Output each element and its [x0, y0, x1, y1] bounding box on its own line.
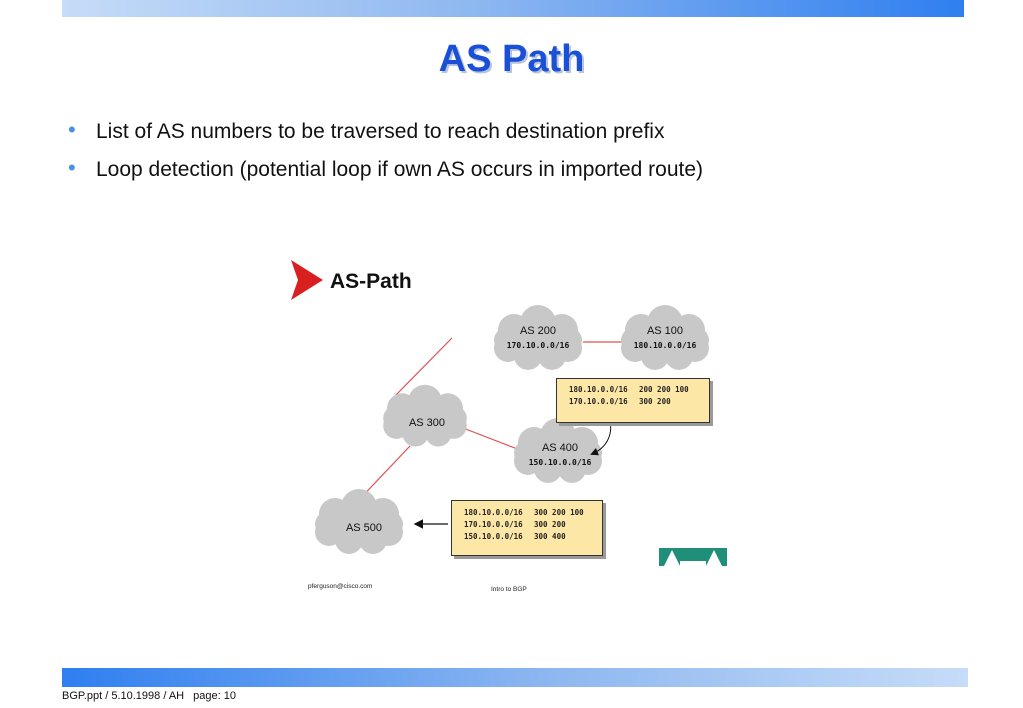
- cloud-label-as400: AS 400 150.10.0.0/16: [520, 442, 600, 467]
- route-table-as500: 180.10.0.0/16 300 200 100 170.10.0.0/16 30…: [451, 500, 603, 556]
- cloud-label-as500: AS 500: [324, 522, 404, 534]
- cisco-logo: [659, 548, 727, 566]
- figure-footer-course: Intro to BGP: [491, 586, 527, 593]
- route-prefix: 170.10.0.0/16: [464, 520, 523, 529]
- bullet-text: Loop detection (potential loop if own AS…: [96, 158, 704, 181]
- slide-title: AS Path: [438, 38, 585, 80]
- as-name: AS 200: [519, 325, 557, 337]
- as-path-diagram: [291, 260, 727, 566]
- route-row: 180.10.0.0/16 200 200 100: [557, 384, 709, 396]
- route-path: 200 200 100: [639, 385, 689, 394]
- route-path: 300 200 100: [534, 508, 584, 517]
- route-prefix: 180.10.0.0/16: [569, 385, 628, 394]
- route-table-as400: 180.10.0.0/16 200 200 100 170.10.0.0/16 30…: [556, 378, 710, 423]
- bullet-dot-icon: •: [68, 155, 76, 180]
- cloud-label-as300: AS 300: [387, 417, 467, 429]
- route-path: 300 200: [534, 520, 566, 529]
- as-prefix: 170.10.0.0/16: [506, 341, 570, 350]
- bottom-gradient-bar: [62, 668, 968, 687]
- arrow-to-as400: [590, 419, 612, 456]
- as-path-figure: AS-Path AS 200 170.10.0.0/16 AS 100 180.…: [288, 258, 734, 598]
- footer-page-number: page: 10: [193, 690, 236, 702]
- route-prefix: 150.10.0.0/16: [464, 532, 523, 541]
- route-row: 170.10.0.0/16 300 200: [452, 519, 602, 531]
- route-path: 300 200: [639, 397, 671, 406]
- bullet-list: • List of AS numbers to be traversed to r…: [68, 117, 704, 196]
- as-name: AS 300: [408, 417, 446, 429]
- route-path: 300 400: [534, 532, 566, 541]
- route-row: 150.10.0.0/16 300 400: [452, 531, 602, 543]
- slide-footer: BGP.ppt / 5.10.1998 / AH page: 10: [62, 690, 242, 702]
- figure-title: AS-Path: [330, 270, 412, 293]
- top-gradient-bar: [62, 0, 964, 17]
- as-name: AS 500: [345, 522, 383, 534]
- footer-file-info: BGP.ppt / 5.10.1998 / AH: [62, 690, 185, 702]
- red-arrow-icon: [291, 260, 323, 300]
- cloud-label-as200: AS 200 170.10.0.0/16: [498, 325, 578, 350]
- route-row: 180.10.0.0/16 300 200 100: [452, 507, 602, 519]
- as-prefix: 150.10.0.0/16: [528, 458, 592, 467]
- as-prefix: 180.10.0.0/16: [633, 341, 697, 350]
- route-prefix: 170.10.0.0/16: [569, 397, 628, 406]
- as-name: AS 400: [541, 442, 579, 454]
- as-name: AS 100: [646, 325, 684, 337]
- bullet-item: • List of AS numbers to be traversed to r…: [68, 117, 703, 158]
- route-row: 170.10.0.0/16 300 200: [557, 396, 709, 408]
- cloud-label-as100: AS 100 180.10.0.0/16: [625, 325, 705, 350]
- route-prefix: 180.10.0.0/16: [464, 508, 523, 517]
- bullet-text: List of AS numbers to be traversed to re…: [96, 120, 665, 143]
- bullet-dot-icon: •: [68, 117, 76, 142]
- bullet-item: • Loop detection (potential loop if own A…: [68, 155, 704, 196]
- cloud-as300: [383, 384, 467, 447]
- figure-footer-email: pferguson@cisco.com: [308, 583, 373, 590]
- link-as300-as200: [392, 337, 453, 399]
